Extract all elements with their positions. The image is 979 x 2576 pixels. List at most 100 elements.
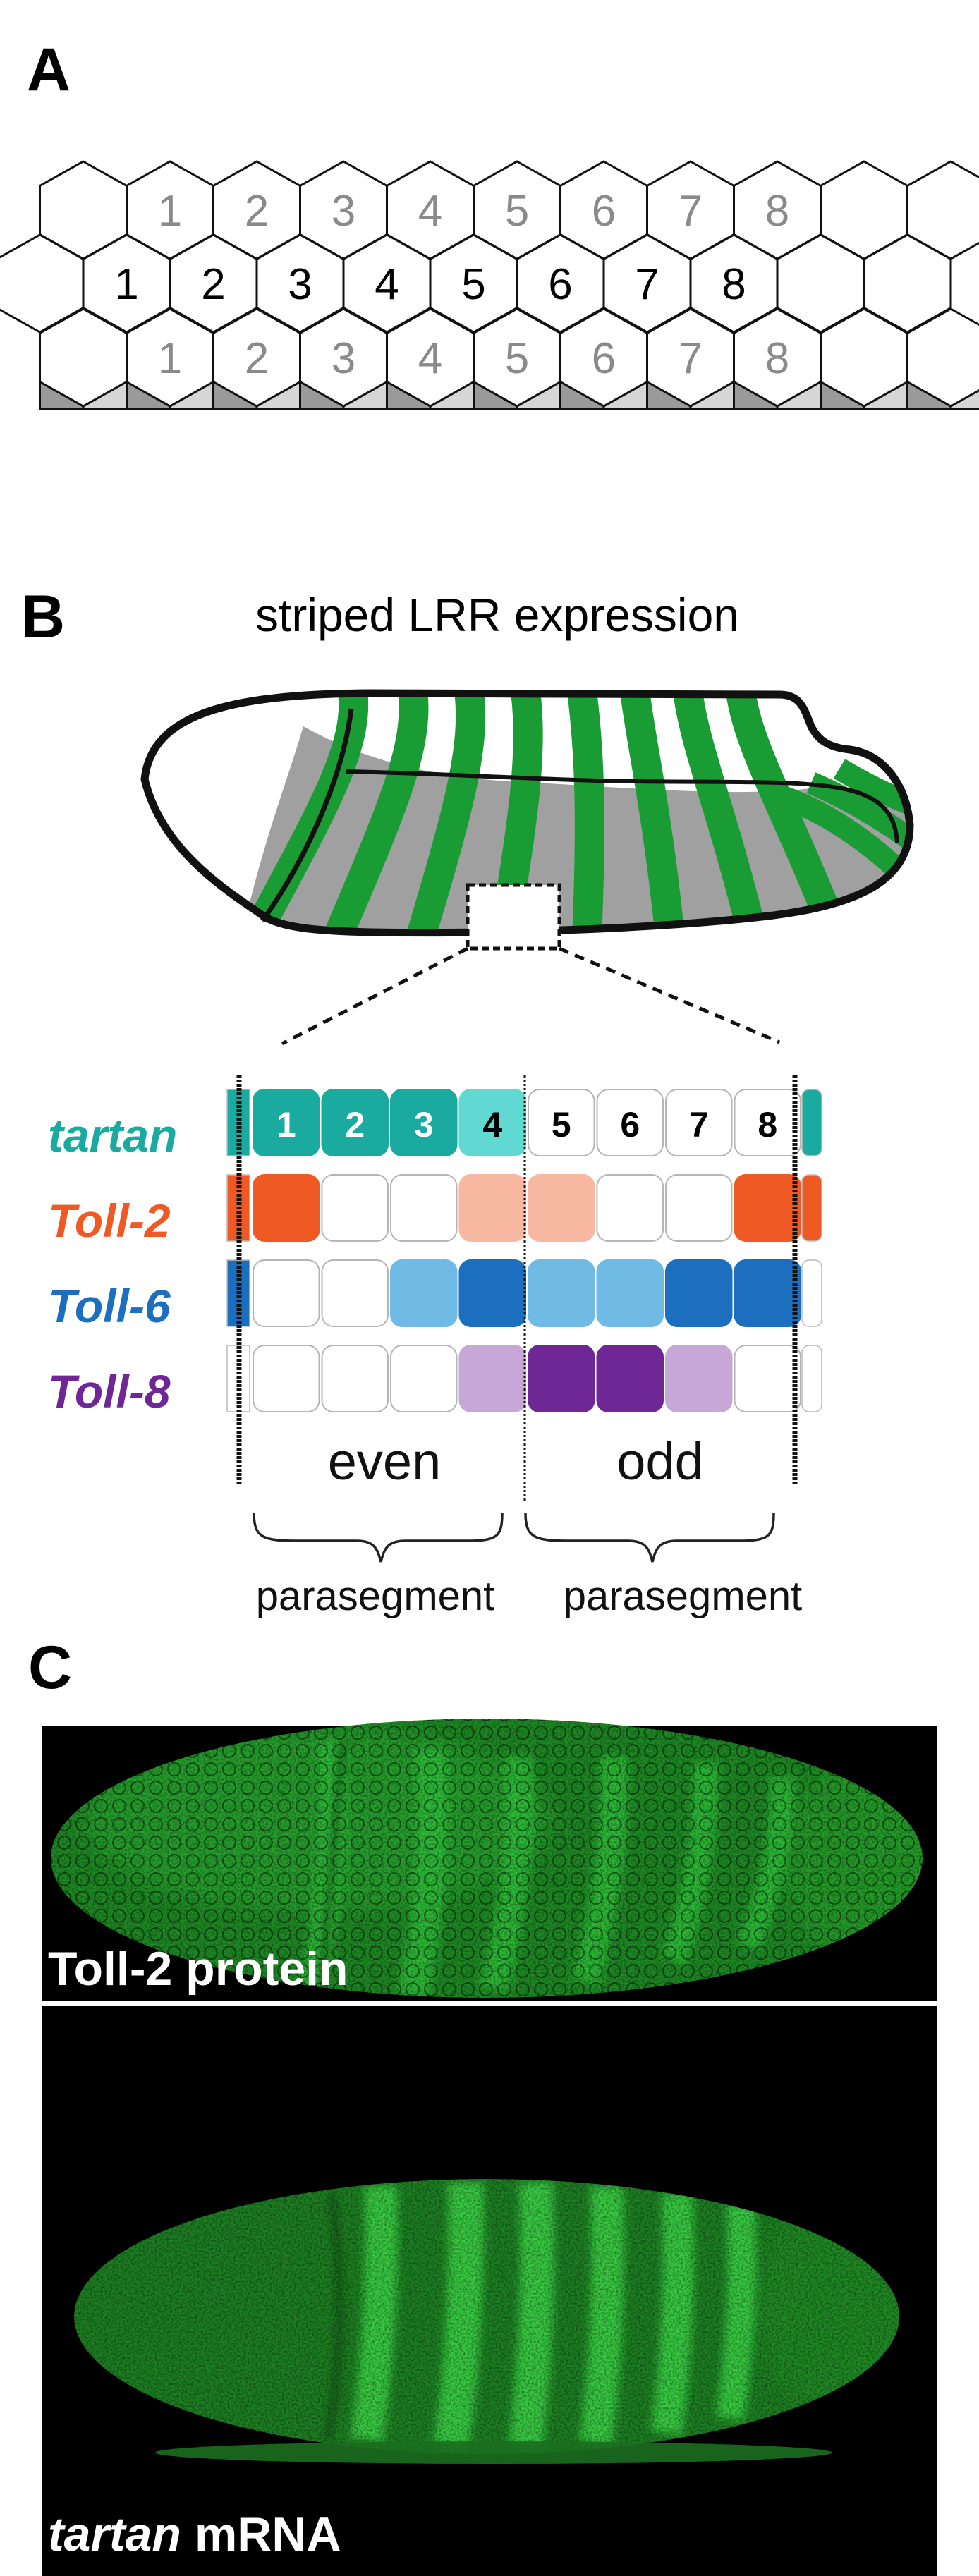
expression-cell — [458, 1259, 526, 1327]
expression-cell — [253, 1259, 320, 1327]
expression-cell — [528, 1174, 595, 1242]
embryo-stripe — [406, 693, 486, 933]
tartan-cell-number: 6 — [620, 1105, 640, 1144]
top-cell-5: 5 — [505, 187, 529, 236]
expression-cell — [390, 1259, 458, 1327]
embryo-stripe — [323, 693, 429, 933]
expression-cell — [665, 1089, 733, 1156]
gene-label-toll-8: Toll-8 — [48, 1365, 171, 1417]
top-cell-2: 2 — [245, 187, 269, 236]
expression-cell — [734, 1345, 801, 1412]
microscopy-panels — [42, 1719, 937, 2576]
bottom-cell-4: 4 — [418, 334, 442, 383]
embryo-stripe — [673, 693, 768, 933]
tartan-cell-number: 1 — [276, 1105, 296, 1144]
odd-label: odd — [616, 1432, 703, 1491]
middle-cell-7: 7 — [635, 260, 659, 309]
panel-c-letter: C — [28, 1634, 73, 1702]
expression-cell — [528, 1345, 595, 1412]
embryo-schematic — [140, 689, 914, 1046]
germ-band-fold — [260, 708, 354, 923]
gene-expression-grid: 1 2 3 4 5 6 7 8 — [226, 1075, 822, 1502]
panel-a-letter: A — [27, 36, 71, 104]
middle-cell-6: 6 — [548, 260, 572, 309]
embryo-stripe — [567, 693, 604, 933]
expression-cell — [596, 1174, 664, 1242]
mask-top — [106, 113, 952, 162]
tartan-cell-number: 5 — [552, 1105, 571, 1144]
middle-cell-1: 1 — [114, 260, 138, 309]
expression-cell — [458, 1174, 526, 1242]
even-label: even — [328, 1432, 441, 1491]
gene-label-toll-2: Toll-2 — [48, 1195, 171, 1247]
expression-cell — [253, 1089, 320, 1156]
middle-cell-4: 4 — [375, 260, 399, 309]
germ-band-dorsal-edge — [345, 769, 899, 843]
expression-cell — [390, 1345, 458, 1412]
tartan-mrna-label: tartan mRNA — [48, 2510, 341, 2558]
expression-cell — [596, 1259, 664, 1327]
top-row-numbers: 1 2 3 4 5 6 7 8 — [158, 187, 789, 236]
bottom-row-numbers: 1 2 3 4 5 6 7 8 — [158, 334, 789, 383]
expression-cell — [665, 1174, 733, 1242]
grid-edge-cell — [801, 1345, 822, 1412]
expression-cell — [321, 1259, 389, 1327]
bottom-cell-2: 2 — [245, 334, 269, 383]
top-cell-7: 7 — [679, 187, 703, 236]
mask-bottom — [106, 409, 952, 430]
top-cell-1: 1 — [158, 187, 182, 236]
embryo-stripe — [806, 772, 910, 849]
striped-expression-diagram: striped LRR expression 1 2 3 4 5 6 7 8 — [48, 589, 914, 1619]
tartan-mrna-image — [42, 2006, 937, 2576]
panel-b-title: striped LRR expression — [255, 589, 739, 641]
bottom-cell-1: 1 — [158, 334, 182, 383]
middle-cell-8: 8 — [722, 260, 746, 309]
embryo-stripe — [620, 693, 685, 933]
bottom-cell-7: 7 — [679, 334, 703, 383]
embryo-outline — [140, 689, 914, 937]
expression-cell — [596, 1089, 664, 1156]
toll-2-protein-label: Toll-2 protein — [48, 1942, 348, 1996]
even-parasegment-brace — [253, 1512, 504, 1563]
top-cell-8: 8 — [765, 187, 789, 236]
gene-label-tartan: tartan — [48, 1109, 177, 1161]
expression-cell — [458, 1345, 526, 1412]
expression-cell — [665, 1345, 733, 1412]
grid-edge-cell — [801, 1174, 822, 1242]
bottom-cell-3: 3 — [332, 334, 355, 383]
middle-cell-2: 2 — [201, 260, 225, 309]
expression-cell — [734, 1259, 801, 1327]
hex-middle — [863, 233, 952, 334]
expression-cell — [528, 1089, 595, 1156]
tartan-cell-number: 2 — [345, 1105, 365, 1144]
tartan-cell-number: 4 — [482, 1105, 502, 1144]
tartan-cell-number: 8 — [758, 1105, 777, 1144]
tartan-mrna-label-gene: tartan — [48, 2508, 181, 2561]
even-parasegment-label: parasegment — [256, 1573, 495, 1619]
odd-parasegment-brace — [524, 1512, 775, 1563]
expression-cell — [321, 1174, 389, 1242]
top-cell-4: 4 — [418, 187, 442, 236]
tartan-cell-number: 7 — [689, 1105, 709, 1144]
zoom-region-box — [466, 883, 561, 951]
expression-cell — [390, 1174, 458, 1242]
hexagon-cell-grid: 1 2 3 4 5 6 7 8 1 2 3 4 5 6 7 8 1 2 3 4 … — [0, 113, 979, 430]
middle-row-numbers: 1 2 3 4 5 6 7 8 — [114, 260, 746, 309]
expression-cell — [596, 1345, 664, 1412]
zoom-line-right — [559, 946, 780, 1044]
top-cell-3: 3 — [332, 187, 355, 236]
top-cell-6: 6 — [592, 187, 616, 236]
panel-b-letter: B — [21, 583, 66, 651]
expression-cell — [390, 1089, 458, 1156]
tartan-cell-number: 3 — [414, 1105, 434, 1144]
bottom-cell-6: 6 — [592, 334, 616, 383]
toll-2-protein-image — [42, 1719, 937, 2001]
expression-cell — [253, 1345, 320, 1412]
expression-cell — [734, 1174, 801, 1242]
zoom-line-left — [281, 946, 469, 1046]
embryo-stripe — [779, 786, 910, 883]
gene-label-toll-6: Toll-6 — [48, 1280, 171, 1332]
odd-parasegment-label: parasegment — [564, 1573, 803, 1619]
expression-cell — [734, 1089, 801, 1156]
